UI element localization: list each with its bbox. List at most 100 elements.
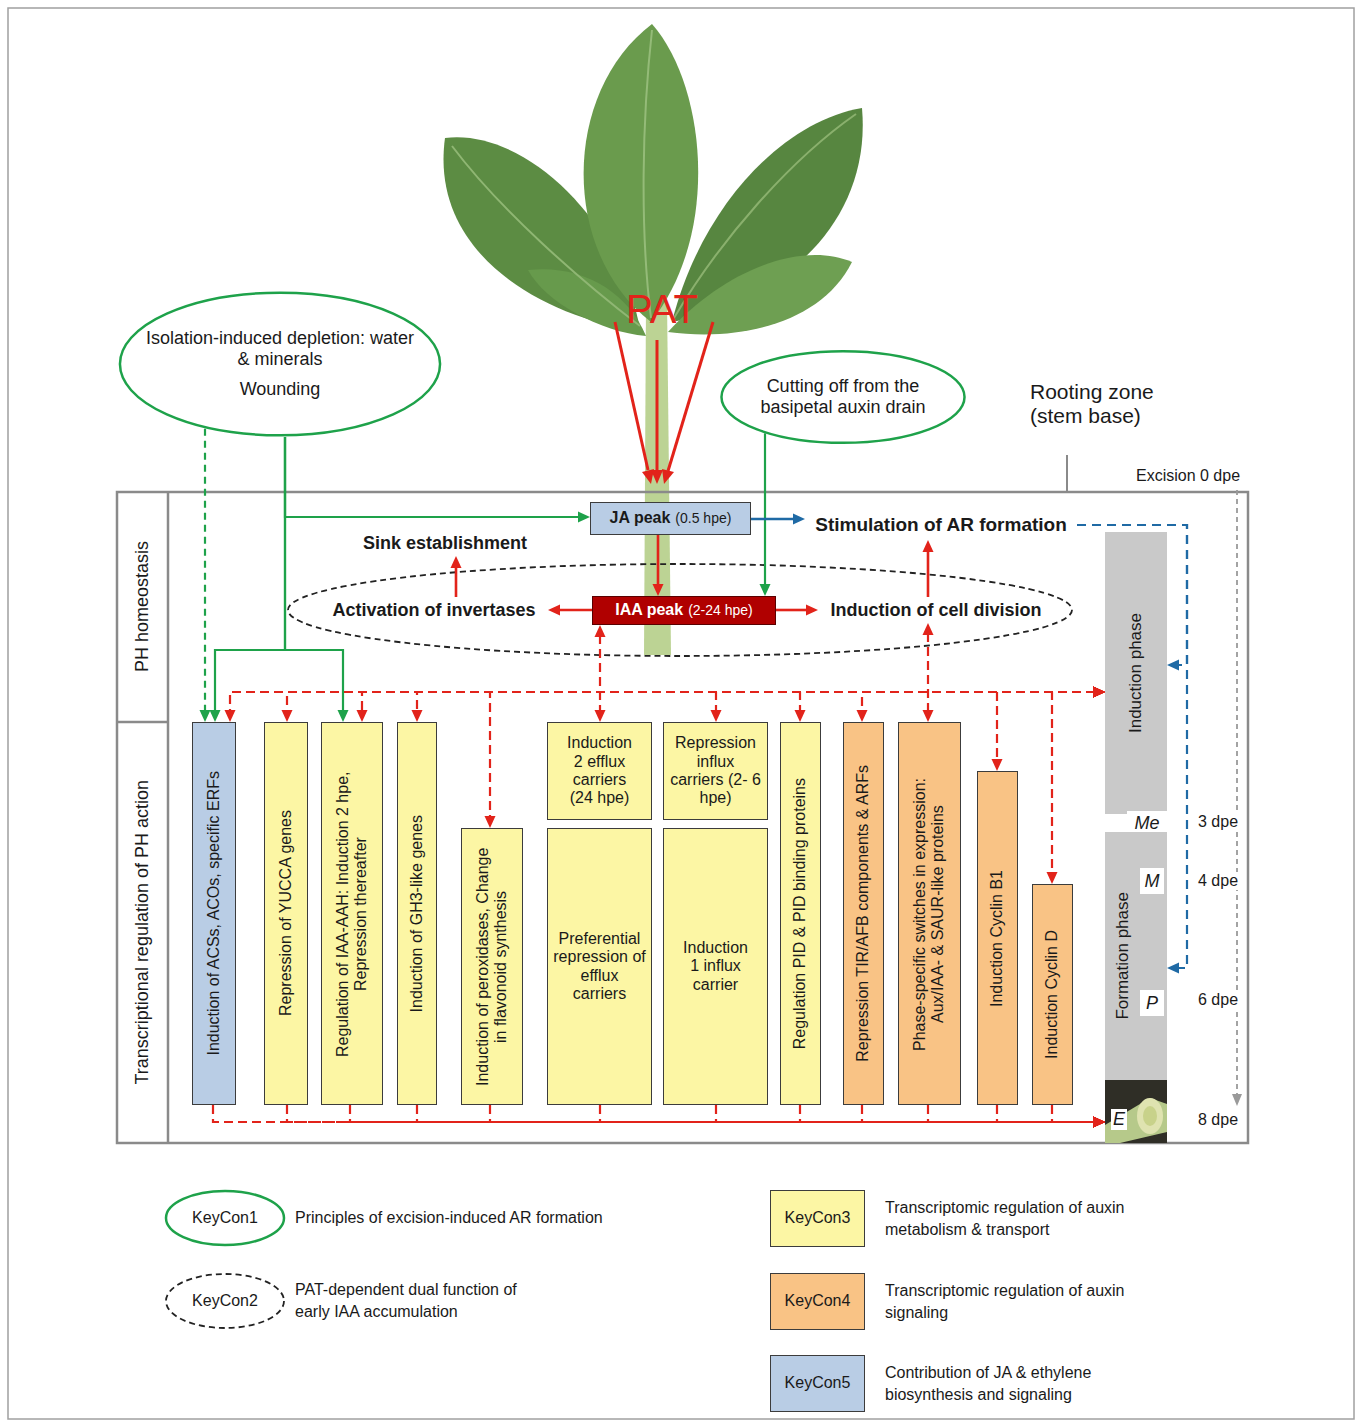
connector xyxy=(923,540,934,597)
regulation-box: Induction of ACSs, ACOs, specific ERFs xyxy=(192,722,236,1105)
text-holder: Induction of GH3-like genes xyxy=(402,727,432,1100)
arrowhead xyxy=(578,512,590,523)
arrowhead xyxy=(282,710,293,722)
figure-border xyxy=(8,8,1354,1419)
arrowhead xyxy=(1093,687,1105,698)
node-text: Repression influx carriers (2- 6 hpe) xyxy=(668,734,763,808)
connector xyxy=(857,687,1106,723)
node-text: M xyxy=(1145,871,1160,892)
node-text: Isolation-induced depletion: water & min… xyxy=(145,328,415,369)
row-header: PH homeostasis xyxy=(117,492,168,722)
arrowhead xyxy=(1093,1117,1105,1128)
node-text: Induction of cell division xyxy=(830,600,1041,621)
text-holder: Formation phase xyxy=(1107,832,1139,1080)
node-text: Wounding xyxy=(240,379,321,400)
node-text: Induction Cyclin D xyxy=(1043,930,1061,1059)
regulation-box: Induction 2 efflux carriers (24 hpe) xyxy=(547,722,652,820)
arrowhead xyxy=(1093,1117,1105,1128)
node-text: Repression of YUCCA genes xyxy=(277,810,295,1016)
time-label: 3 dpe xyxy=(1196,813,1240,831)
text-holder: Regulation PID & PID binding proteins xyxy=(785,727,816,1100)
arrowhead xyxy=(338,710,349,722)
arrowhead xyxy=(225,710,236,722)
arrowhead xyxy=(923,540,934,552)
zone-tick xyxy=(1066,455,1068,492)
connector-line xyxy=(1052,1105,1095,1122)
connector xyxy=(862,1105,1105,1128)
connector-line xyxy=(215,437,285,712)
connector xyxy=(285,437,590,523)
connector-line xyxy=(285,437,580,517)
connector xyxy=(923,623,934,722)
text-holder: Sink establishment xyxy=(353,531,537,555)
pat-arrow xyxy=(668,322,713,471)
arrowhead xyxy=(1093,1117,1105,1128)
connector xyxy=(716,1105,1105,1128)
pat-arrow xyxy=(615,322,648,470)
node-text: Induction of peroxidases, Change in flav… xyxy=(474,847,511,1087)
phase-bar: Induction phase xyxy=(1105,532,1167,814)
text-holder: Induction of ACSs, ACOs, specific ERFs xyxy=(197,727,231,1100)
regulation-box: Phase-specific switches in expression: A… xyxy=(898,722,961,1105)
arrowhead xyxy=(1093,687,1105,698)
node-text: Transcriptional regulation of PH action xyxy=(132,780,153,1085)
leaf-vein xyxy=(674,114,856,318)
connector-line xyxy=(776,609,808,612)
keycon2-ellipse xyxy=(288,564,1072,656)
arrowhead xyxy=(1093,687,1105,698)
text-holder: Isolation-induced depletion: water & min… xyxy=(130,303,430,425)
node-text: Repression TIR/AFB components & ARFs xyxy=(854,765,872,1062)
text-holder: Repression TIR/AFB components & ARFs xyxy=(848,727,879,1100)
text-holder: Induction of peroxidases, Change in flav… xyxy=(466,833,518,1100)
node-text: Induction Cyclin B1 xyxy=(988,870,1006,1007)
arrowhead xyxy=(210,710,221,722)
arrowhead xyxy=(451,556,462,568)
time-arrow xyxy=(1232,490,1242,1106)
connector-line xyxy=(362,692,1095,712)
connector-line xyxy=(997,1105,1095,1122)
arrowhead xyxy=(1093,687,1105,698)
connector-line xyxy=(751,518,795,521)
node-text: JA peak xyxy=(610,509,671,527)
connector xyxy=(928,1105,1105,1128)
plant-illustration xyxy=(444,24,863,655)
connector-line xyxy=(204,429,206,712)
arrowhead xyxy=(595,710,606,722)
text-holder: Induction 2 efflux carriers (24 hpe) xyxy=(552,727,647,815)
frame-divider xyxy=(117,721,168,724)
node-text: Formation phase xyxy=(1113,892,1133,1020)
stage-tag: E xyxy=(1111,1109,1127,1130)
regulation-box: Induction of peroxidases, Change in flav… xyxy=(461,828,523,1105)
hormone-peak-box: IAA peak(2-24 hpe) xyxy=(592,596,776,625)
connector xyxy=(1052,1105,1105,1128)
connector xyxy=(751,514,805,525)
regulation-box: Induction 1 influx carrier xyxy=(663,828,768,1105)
leaf xyxy=(584,24,699,322)
arrowhead xyxy=(357,710,368,722)
legend-sample xyxy=(166,1191,284,1245)
connector xyxy=(1047,687,1106,885)
arrowhead xyxy=(1093,687,1105,698)
node-text: PH homeostasis xyxy=(132,541,153,672)
node-text: IAA peak xyxy=(615,601,683,619)
arrowhead xyxy=(1093,687,1105,698)
connector xyxy=(200,429,211,722)
arrowhead xyxy=(806,605,818,616)
arrowhead xyxy=(200,710,211,722)
text-holder: Induction of cell division xyxy=(819,598,1053,622)
keycon-label: KeyCon2 xyxy=(165,1273,285,1329)
connector-line xyxy=(800,1105,1095,1122)
text-holder: M xyxy=(1140,868,1164,894)
connector xyxy=(776,605,818,616)
outcome-text: Induction of cell division xyxy=(818,597,1054,623)
arrowhead xyxy=(923,710,934,722)
arrowhead xyxy=(1093,687,1105,698)
outcome-text: Stimulation of AR formation xyxy=(805,510,1077,540)
connector xyxy=(287,1105,1105,1128)
regulation-box: Induction Cyclin D xyxy=(1032,884,1073,1105)
row-header: Transcriptional regulation of PH action xyxy=(117,722,168,1143)
connector xyxy=(282,687,1106,723)
legend-text: Transcriptomic regulation of auxin signa… xyxy=(885,1280,1125,1323)
text-holder: P xyxy=(1140,990,1164,1016)
connector-line xyxy=(417,692,1095,712)
